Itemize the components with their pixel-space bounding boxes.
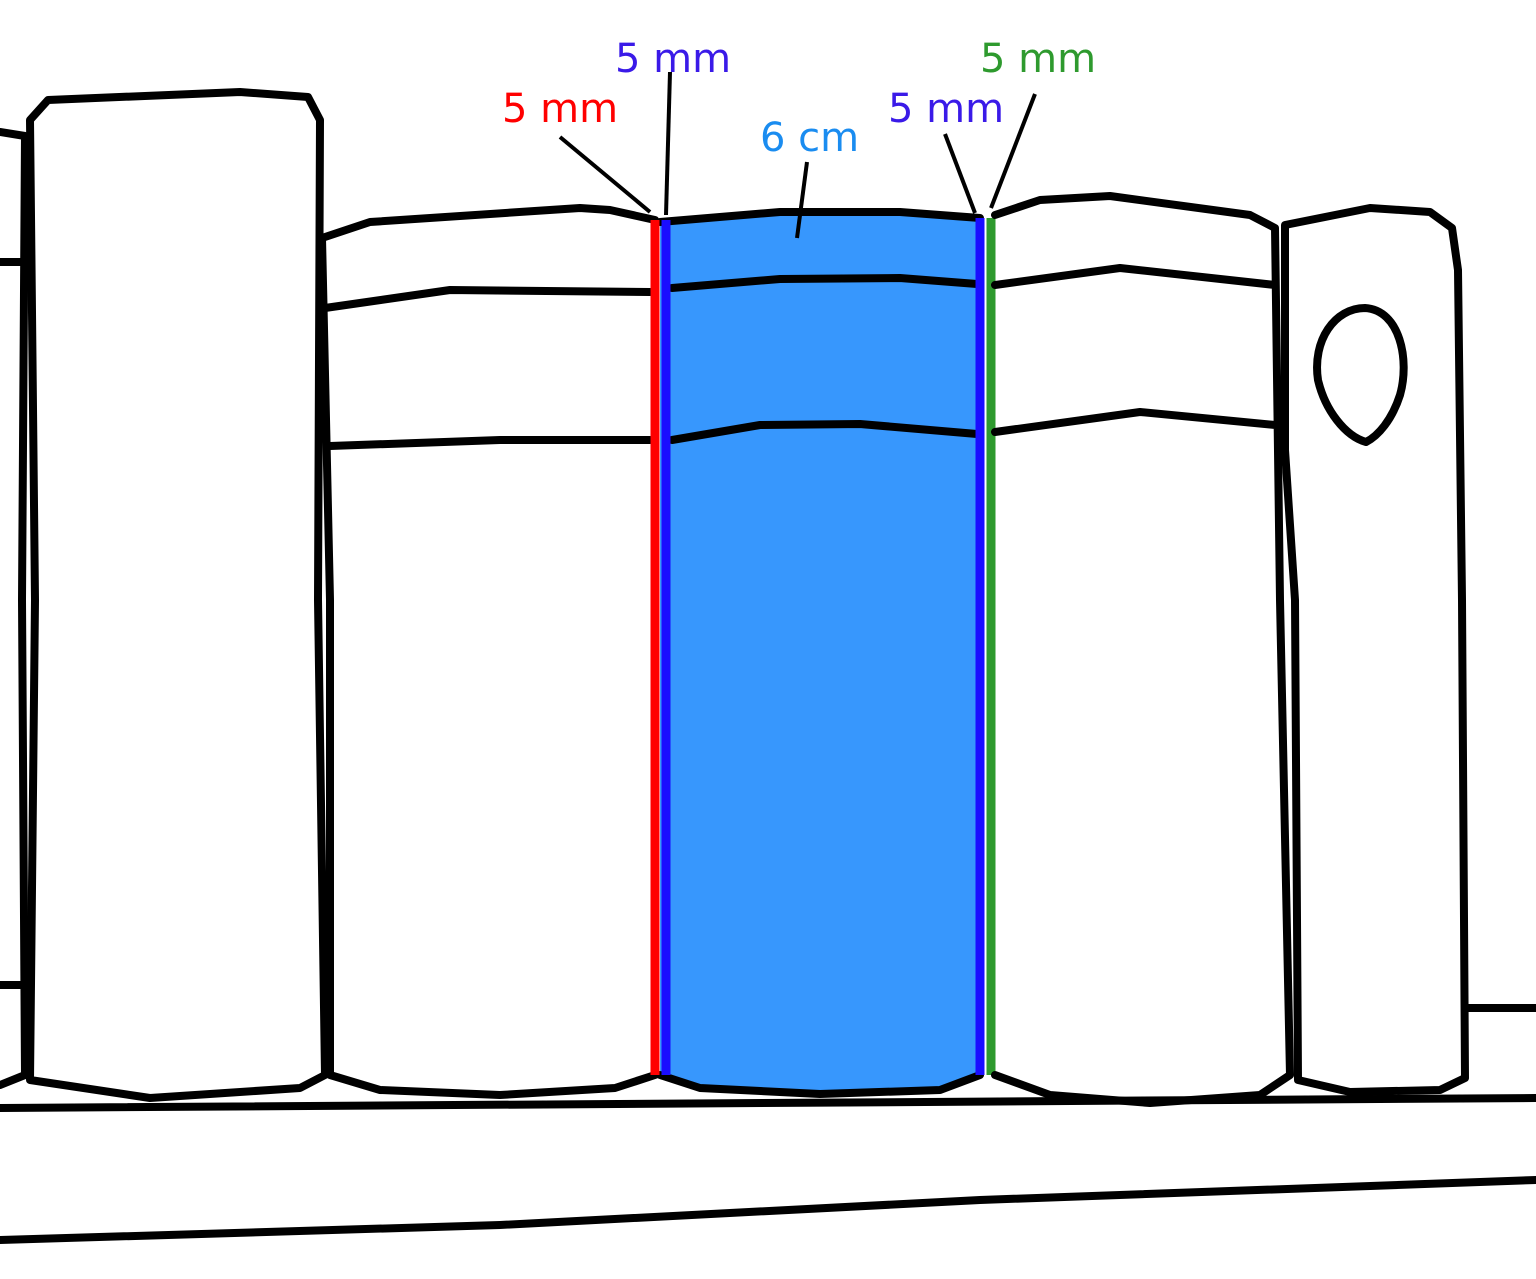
pointer-right-inner: [943, 133, 977, 214]
shelf: [0, 1094, 1536, 1244]
label-right-inner-cover: 5 mm: [888, 86, 1004, 132]
label-right-outer-cover: 5 mm: [980, 36, 1096, 82]
spine-bands: [656, 208, 984, 1098]
label-left-inner-cover: 5 mm: [615, 36, 731, 82]
book-rightmost: [1281, 204, 1469, 1096]
label-left-outer-cover: 5 mm: [502, 86, 618, 132]
book-tall-left: [26, 88, 329, 1102]
highlighted-book-spine: [660, 212, 980, 1094]
label-spine-width: 6 cm: [760, 115, 859, 161]
pointer-left-inner: [664, 71, 672, 216]
book-label-oval: [1313, 304, 1408, 446]
book-left-of-spine: [318, 204, 659, 1099]
book-far-left: [0, 128, 32, 1089]
pointer-left-outer: [558, 135, 652, 214]
pointer-spine: [795, 161, 809, 239]
book-right-of-spine: [991, 192, 1294, 1107]
pointer-right-outer: [989, 93, 1037, 209]
